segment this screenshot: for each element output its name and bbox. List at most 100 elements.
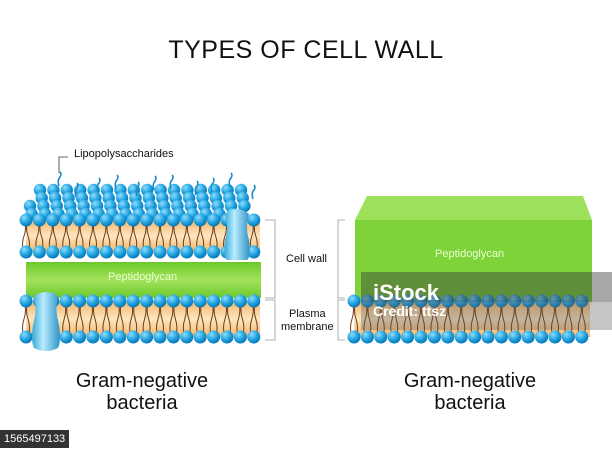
plasma-membrane-left-lipid-head [166,330,180,344]
lps-chain [57,171,62,187]
plasma-membrane-left-lipid-head [113,294,127,308]
plasma-membrane-right-lipid-head [494,330,508,344]
outer-membrane-lipid-head [86,213,100,227]
plasma-membrane-right-lipid-head [561,330,575,344]
outer-membrane-lipid-head [180,245,194,259]
membrane-label: membrane [281,321,334,333]
plasma-membrane-left-lipid-head [193,294,207,308]
plasma-membrane-right-lipid-head [508,294,522,308]
plasma-membrane-left-lipid-head [233,294,247,308]
outer-membrane-lipid-head [207,245,221,259]
outer-membrane-lipid-head [180,213,194,227]
watermark-logo: iStock [373,280,440,305]
plasma-membrane-right-lipid-head [427,330,441,344]
outer-membrane-lipid-head [140,245,154,259]
plasma-membrane-left-lipid-head [86,294,100,308]
outer-membrane-lipid-head [32,213,46,227]
plasma-membrane-right-lipid-head [414,330,428,344]
plasma-membrane-right-lipid-head [575,330,589,344]
plasma-membrane-right-lipid-head [521,294,535,308]
lps-leader-line [58,156,68,173]
plasma-membrane-right-lipid-head [347,330,361,344]
outer-membrane-lipid-head [126,245,140,259]
outer-membrane-lipid-head [73,245,87,259]
outer-membrane-lipid-head [86,245,100,259]
plasma-membrane-right-lipid-head [468,330,482,344]
plasma-membrane-right-lipid-head [481,294,495,308]
plasma-membrane-left-lipid-head [126,294,140,308]
outer-membrane-lipid-head [19,245,33,259]
lps-chain [96,177,101,193]
plasma-membrane-right-lipid-head [347,294,361,308]
plasma-membrane-left-lipid-head [140,294,154,308]
watermark-credit: Credit: ttsz [373,303,447,319]
plasma-membrane-right-lipid-head [548,294,562,308]
outer-membrane-lipid-head [153,245,167,259]
plasma-membrane-right-lipid-head [387,330,401,344]
plasma-membrane-right-lipid-head [441,330,455,344]
plasma-membrane-left-lipid-head [153,330,167,344]
outer-membrane-lipid-head [59,213,73,227]
plasma-membrane-right-lipid-head [427,294,441,308]
right-caption-line2: bacteria [434,392,506,414]
plasma-membrane-right-lipid-head [374,330,388,344]
plasma-membrane-right-lipid-head [468,294,482,308]
outer-membrane-lipid-head [166,213,180,227]
plasma-membrane-right-lipid-head [561,294,575,308]
lps-chain [210,177,215,193]
plasma-membrane-left-lipid-head [180,294,194,308]
plasma-membrane-right-lipid-head [401,330,415,344]
plasma-membrane-left-lipid-head [73,294,87,308]
plasma-membrane-right-lipid-head [360,330,374,344]
plasma-membrane-right-lipid-head [414,294,428,308]
plasma-membrane-left-lipid-head [99,294,113,308]
lps-head [238,199,251,213]
plasma-membrane-right-lipid-head [401,294,415,308]
plasma-membrane-right-lipid-head [387,294,401,308]
outer-membrane-lipid-head [59,245,73,259]
plasma-membrane-right-lipid-head [454,330,468,344]
lps-chain [251,184,256,200]
outer-membrane-lipid-head [113,245,127,259]
lps-chain [152,175,157,191]
plasma-membrane-right-lipid-head [494,294,508,308]
right-bracket [337,219,345,341]
outer-membrane-lipid-head [207,213,221,227]
outer-membrane-lipid-head [126,213,140,227]
outer-membrane-lipid-head [46,245,60,259]
lps-chain [135,181,140,197]
left-bracket [265,219,276,341]
plasma-membrane-left-lipid-head [59,330,73,344]
lps-chain [114,174,119,190]
lps-chain [74,182,79,198]
left-caption-line1: Gram-negative [75,370,209,392]
plasma-label: Plasma [289,308,326,320]
left-caption: Gram-negative bacteria [42,370,242,414]
plasma-membrane-left-lipid-head [126,330,140,344]
outer-membrane-lipid-head [166,245,180,259]
plasma-membrane-left-lipid-head [19,294,33,308]
peptidoglycan-top-face [355,196,592,220]
plasma-membrane-left-lipid-head [153,294,167,308]
plasma-membrane-right-lipid-head [481,330,495,344]
outer-membrane-lipid-head [140,213,154,227]
right-peptidoglycan-label: Peptidoglycan [435,248,505,260]
plasma-membrane-right-lipid-head [548,330,562,344]
outer-membrane-lipid-head [193,213,207,227]
watermark-band-lower [361,302,612,330]
plasma-membrane-right-lipid-head [575,294,589,308]
plasma-membrane-protein [32,292,60,351]
image-id: 1565497133 [0,430,70,448]
plasma-membrane-left-lipid-head [99,330,113,344]
outer-membrane-lipid-head [32,245,46,259]
lps-chain [228,172,233,188]
lps-chain [194,180,199,196]
plasma-membrane-left-lipid-head [233,330,247,344]
plasma-membrane-left-lipid-head [86,330,100,344]
plasma-membrane-left-lipid-head [180,330,194,344]
plasma-membrane-right-lipid-head [441,294,455,308]
cell-wall-label: Cell wall [286,253,327,265]
watermark-band [361,272,612,302]
plasma-membrane-right-lipid-head [454,294,468,308]
